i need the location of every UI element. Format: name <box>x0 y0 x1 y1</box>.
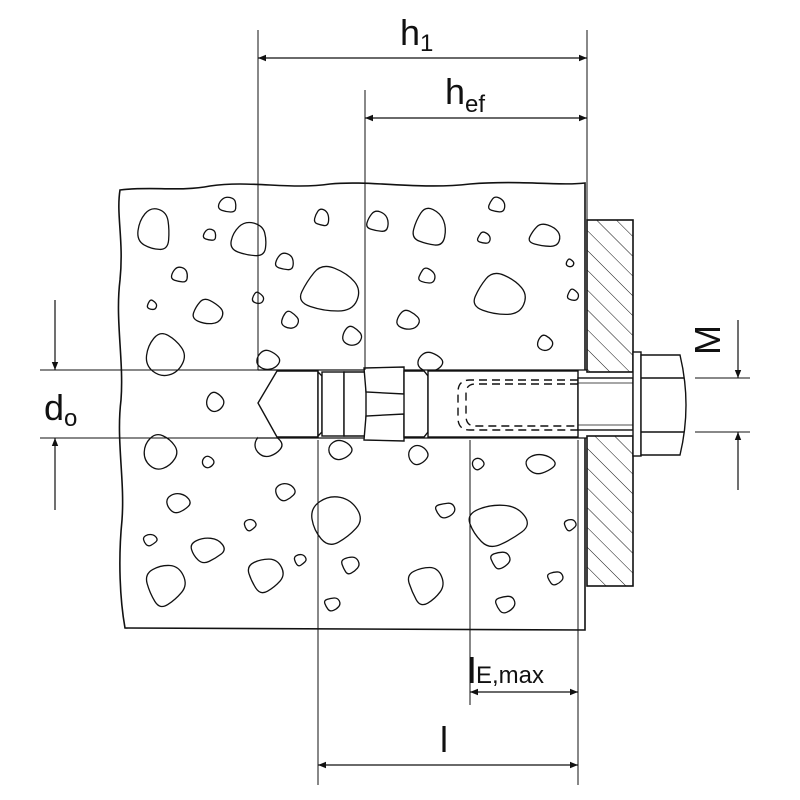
stone <box>166 492 191 514</box>
stone <box>546 571 564 586</box>
stone <box>408 444 429 466</box>
stone <box>471 457 485 471</box>
stone <box>407 566 444 606</box>
stone <box>525 453 556 475</box>
stone <box>313 208 330 227</box>
stone <box>190 537 225 564</box>
stone <box>476 231 491 244</box>
stone <box>565 258 575 268</box>
stone <box>251 291 265 305</box>
stone <box>563 518 577 532</box>
stone <box>328 439 353 461</box>
fixture-plate <box>586 219 634 587</box>
stone <box>418 267 436 284</box>
stone <box>536 334 554 352</box>
stone <box>143 434 178 470</box>
stone <box>490 551 511 570</box>
stone <box>230 221 267 257</box>
stone <box>396 309 420 330</box>
label-h1: h1 <box>400 12 433 57</box>
stone <box>275 482 296 502</box>
label-le-max: lE,max <box>468 650 544 691</box>
stone <box>311 496 361 545</box>
stone <box>243 518 257 532</box>
stone <box>473 272 526 316</box>
stone <box>293 553 307 567</box>
threaded-rod <box>577 377 634 431</box>
label-m: M <box>687 325 728 355</box>
stone <box>201 455 215 469</box>
stone <box>412 207 446 246</box>
label-hef: hef <box>445 71 485 118</box>
stone <box>247 558 284 594</box>
stone <box>146 299 158 311</box>
stone <box>202 228 217 241</box>
stone <box>528 223 561 247</box>
stone <box>299 265 360 312</box>
stone <box>487 196 506 213</box>
aggregate-stones <box>137 196 580 614</box>
stone <box>217 196 237 213</box>
extension-lines <box>40 30 750 785</box>
hex-nut <box>640 354 687 456</box>
anchor-cone <box>257 370 319 438</box>
stone <box>366 210 389 232</box>
stone <box>274 252 294 271</box>
label-l: l <box>440 719 448 760</box>
stone <box>495 595 516 614</box>
stone <box>205 391 225 413</box>
stone <box>434 502 456 519</box>
label-do: do <box>44 387 77 432</box>
stone <box>341 556 360 575</box>
stone <box>280 310 300 329</box>
washer <box>632 351 642 457</box>
stone <box>566 288 580 301</box>
stone <box>323 597 341 612</box>
stone <box>342 325 363 346</box>
stone <box>170 266 188 283</box>
anchor-bolt <box>257 351 687 457</box>
stone <box>145 332 186 377</box>
stone <box>142 533 158 547</box>
expansion-sleeve <box>363 366 405 395</box>
stone <box>254 432 283 458</box>
stone <box>137 208 170 251</box>
stone <box>145 564 186 608</box>
stone <box>192 298 224 325</box>
